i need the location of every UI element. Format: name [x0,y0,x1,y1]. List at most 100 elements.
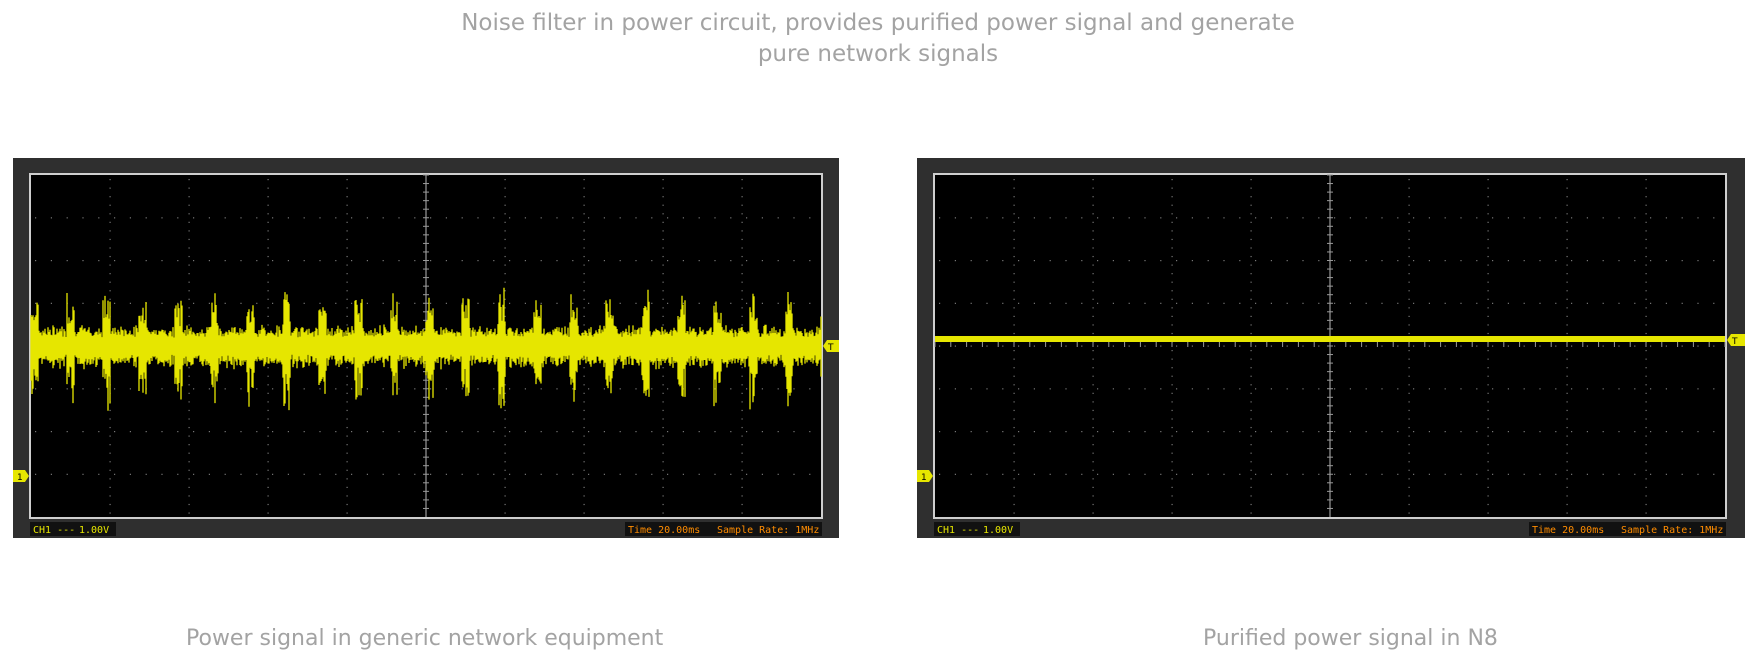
grid-dot [1250,221,1252,223]
grid-dot [272,431,274,433]
grid-dot [761,388,763,390]
grid-dot [1571,388,1573,390]
grid-dot [1444,345,1446,347]
grid-dot [1492,473,1494,475]
grid-dot [777,302,779,304]
grid-dot [1013,503,1015,506]
grid-dot [741,461,743,463]
grid-dot [583,384,585,386]
grid-dot [1408,196,1410,198]
grid-dot [1349,473,1351,475]
grid-dot [583,264,585,266]
grid-dot [1334,431,1336,433]
grid-dot [267,469,269,471]
grid-dot [430,217,432,219]
grid-dot [1049,302,1051,304]
grid-dot [1171,290,1173,292]
grid-dot [1634,473,1636,475]
grid-dot [1171,273,1173,275]
grid-dot [1250,418,1252,420]
grid-dot [351,388,353,390]
grid-dot [129,260,131,262]
grid-dot [1171,435,1173,437]
grid-dot [761,260,763,262]
grid-dot [1002,473,1004,475]
grid-dot [287,217,289,219]
grid-dot [583,230,585,232]
grid-dot [1566,324,1568,326]
grid-dot [66,260,68,262]
grid-dot [1408,495,1410,497]
grid-dot [267,187,269,189]
grid-dot [1081,431,1083,433]
grid-dot [1255,473,1257,475]
grid-dot [267,512,269,514]
grid-dot [583,315,585,317]
grid-dot [1602,217,1604,219]
grid-dot [1566,444,1568,446]
grid-dot [1713,345,1715,347]
grid-dot [109,238,111,241]
volts-per-div: 1.00V [983,525,1013,536]
grid-dot [1365,473,1367,475]
grid-dot [346,426,348,429]
grid-dot [583,290,585,292]
grid-dot [662,375,664,377]
grid-dot [603,388,605,390]
grid-dot [1566,478,1568,480]
grid-dot [1176,302,1178,304]
grid-dot [730,302,732,304]
grid-dot [662,495,664,497]
grid-dot [809,473,811,475]
grid-dot [504,264,506,266]
grid-dot [583,196,585,198]
grid-dot [98,217,100,219]
grid-dot [256,431,258,433]
grid-dot [1171,426,1173,429]
grid-dot [662,503,664,506]
grid-dot [1318,217,1320,219]
grid-dot [1365,260,1367,262]
grid-dot [1634,345,1636,347]
grid-dot [583,281,585,283]
grid-dot [188,307,190,309]
grid-dot [1523,345,1525,347]
grid-dot [267,409,269,412]
grid-dot [493,302,495,304]
grid-dot [1250,503,1252,506]
grid-dot [603,260,605,262]
grid-dot [109,426,111,429]
grid-dot [1602,260,1604,262]
grid-dot [504,204,506,206]
grid-dot [1507,388,1509,390]
grid-dot [1365,431,1367,433]
grid-dot [1413,431,1415,433]
grid-dot [461,217,463,219]
grid-dot [1618,473,1620,475]
grid-dot [619,431,621,433]
grid-dot [761,302,763,304]
grid-dot [1097,473,1099,475]
grid-dot [1171,512,1173,514]
grid-dot [1013,324,1015,326]
grid-dot [1250,213,1252,215]
grid-dot [1286,302,1288,304]
grid-dot [1487,221,1489,223]
grid-dot [741,478,743,480]
grid-dot [1408,315,1410,317]
grid-dot [741,281,743,283]
grid-dot [662,204,664,206]
grid-dot [1255,431,1257,433]
grid-dot [346,238,348,241]
grid-dot [414,302,416,304]
grid-dot [1286,431,1288,433]
grid-dot [1618,345,1620,347]
grid-dot [493,431,495,433]
grid-dot [1645,444,1647,446]
grid-dot [267,418,269,420]
grid-dot [1487,204,1489,206]
grid-dot [524,473,526,475]
grid-dot [1255,302,1257,304]
grid-dot [1408,444,1410,446]
grid-dot [1645,307,1647,309]
